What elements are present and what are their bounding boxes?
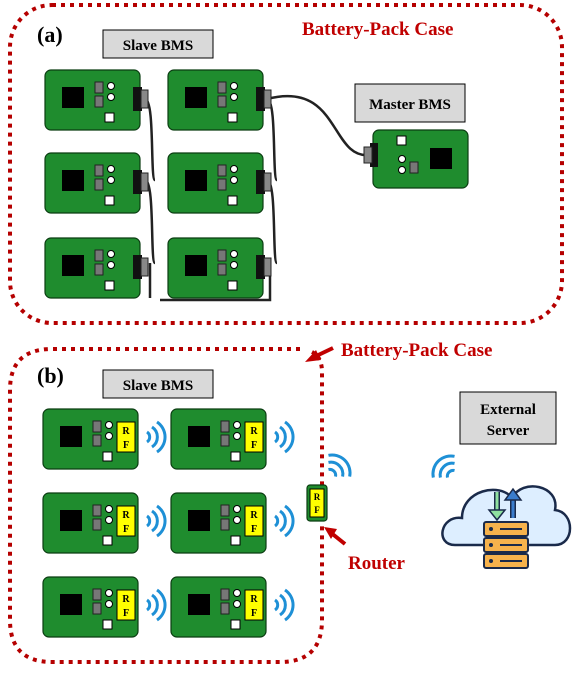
svg-text:R: R xyxy=(250,594,258,605)
router-label: Router xyxy=(348,553,406,574)
slave-board-a3 xyxy=(44,152,149,214)
panel-b-label: (b) xyxy=(37,363,64,388)
slave-bms-box-b xyxy=(102,369,214,399)
wifi-signal-icon xyxy=(273,504,295,538)
svg-text:F: F xyxy=(123,440,129,451)
slave-board-a4 xyxy=(167,152,272,214)
master-bms-label: Master BMS xyxy=(369,97,451,113)
svg-text:R: R xyxy=(314,492,321,502)
battery-pack-case-b-label: Battery-Pack Case xyxy=(341,340,492,361)
wifi-signal-icon xyxy=(145,588,167,622)
wireless-slave-f: R F xyxy=(170,576,295,638)
wireless-slave-a: R F xyxy=(42,408,167,470)
battery-pack-case-b xyxy=(8,347,324,664)
slave-board-a5 xyxy=(44,237,149,299)
wifi-signal-icon xyxy=(319,448,357,486)
slave-board-a1 xyxy=(44,69,149,131)
master-bms-box xyxy=(354,83,466,123)
svg-text:F: F xyxy=(251,524,257,535)
svg-text:R: R xyxy=(122,594,130,605)
wireless-slave-e: R F xyxy=(42,576,167,638)
battery-pack-case-a-label: Battery-Pack Case xyxy=(302,19,453,40)
external-server-label-1: External xyxy=(480,402,536,418)
svg-text:F: F xyxy=(251,440,257,451)
wifi-signal-icon xyxy=(145,420,167,454)
external-server-label-2: Server xyxy=(487,423,530,439)
wifi-signal-icon xyxy=(426,449,464,487)
slave-bms-box-a xyxy=(102,29,214,59)
wifi-signal-icon xyxy=(273,420,295,454)
wireless-slave-b: R F xyxy=(170,408,295,470)
wifi-signal-icon xyxy=(145,504,167,538)
master-board xyxy=(363,129,469,189)
external-server-box xyxy=(459,391,557,445)
cloud-server-icon xyxy=(441,485,572,569)
router: R F xyxy=(306,484,328,522)
battery-pack-case-a xyxy=(8,3,564,325)
slave-board-a2 xyxy=(167,69,272,131)
slave-board-a6 xyxy=(167,237,272,299)
panel-a-label: (a) xyxy=(37,22,63,47)
svg-text:R: R xyxy=(122,510,130,521)
svg-text:F: F xyxy=(251,608,257,619)
svg-text:F: F xyxy=(123,608,129,619)
wireless-slave-d: R F xyxy=(170,492,295,554)
svg-text:F: F xyxy=(314,505,320,515)
svg-text:R: R xyxy=(122,426,130,437)
svg-text:F: F xyxy=(123,524,129,535)
svg-text:R: R xyxy=(250,426,258,437)
wifi-signal-icon xyxy=(273,588,295,622)
svg-text:R: R xyxy=(250,510,258,521)
wireless-slave-c: R F xyxy=(42,492,167,554)
slave-bms-label-b: Slave BMS xyxy=(123,378,193,394)
slave-bms-label-a: Slave BMS xyxy=(123,38,193,54)
